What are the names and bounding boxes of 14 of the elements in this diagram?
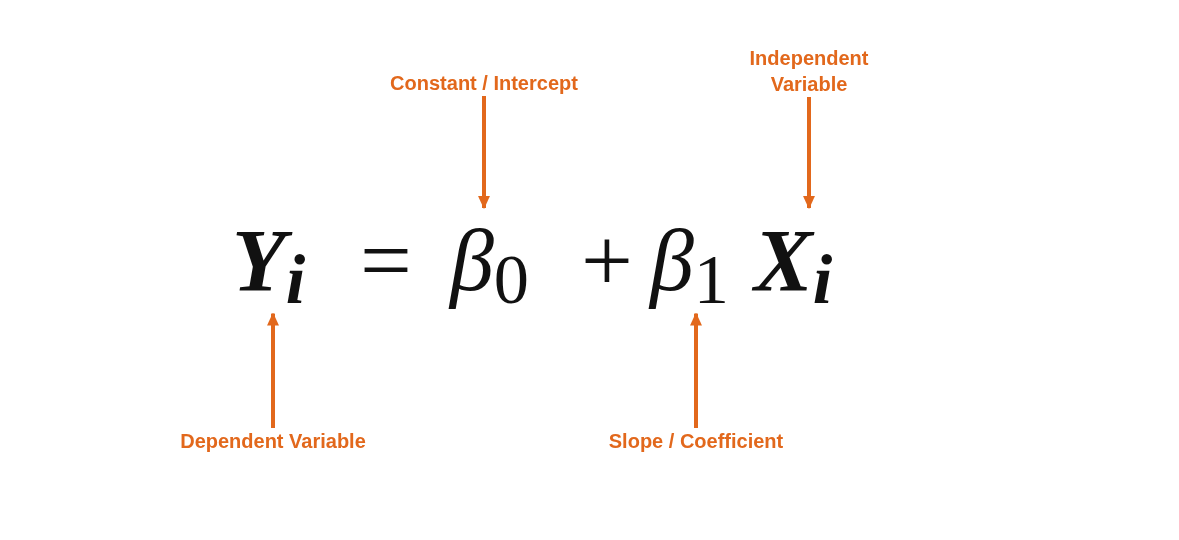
arrow	[690, 312, 702, 428]
operator-sign: +	[581, 208, 633, 313]
annotation-label: Independent Variable	[739, 45, 879, 97]
formula-term: X$_{i}$	[754, 208, 833, 314]
formula-term: Y$_{i}$	[232, 208, 306, 314]
formula-term: β$_{0}$	[450, 208, 530, 314]
formula-term: β$_{1}$	[650, 208, 730, 314]
annotation-label: Constant / Intercept	[369, 70, 599, 96]
annotation-label: Dependent Variable	[158, 428, 388, 454]
operator-sign: =	[360, 208, 412, 313]
arrow	[478, 96, 490, 210]
arrow	[267, 312, 279, 428]
arrow	[803, 97, 815, 210]
annotation-label: Slope / Coefficient	[581, 428, 811, 454]
